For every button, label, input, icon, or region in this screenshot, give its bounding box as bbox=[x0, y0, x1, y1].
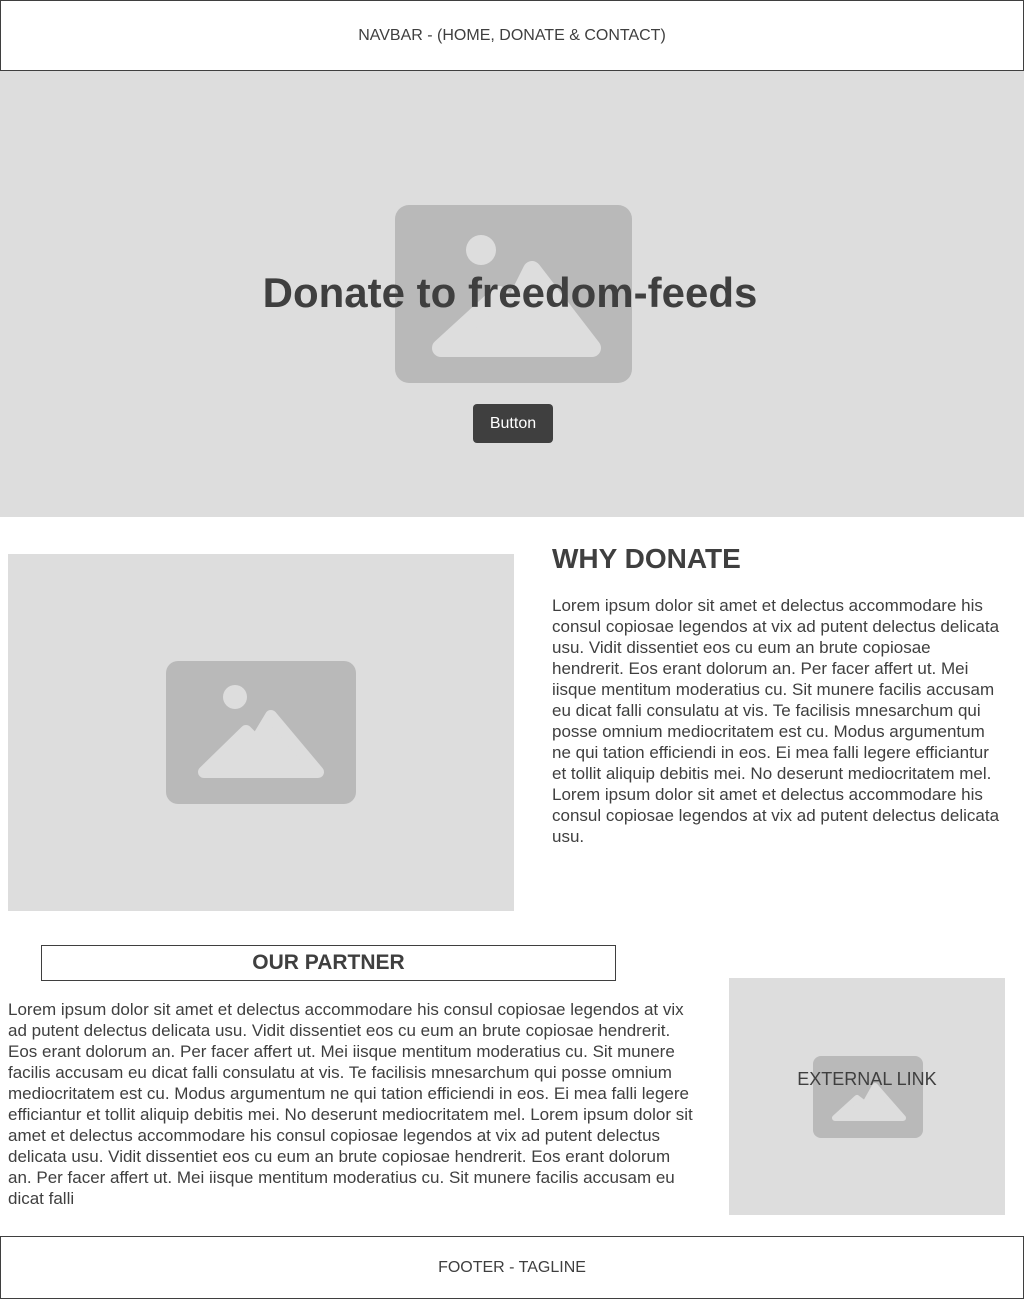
footer: FOOTER - TAGLINE bbox=[0, 1236, 1024, 1299]
image-placeholder-icon bbox=[166, 661, 356, 804]
partner-text: Lorem ipsum dolor sit amet et delectus a… bbox=[8, 1000, 693, 1208]
image-placeholder-icon bbox=[813, 1056, 923, 1138]
image-placeholder-icon bbox=[395, 205, 632, 383]
why-donate-text: Lorem ipsum dolor sit amet et delectus a… bbox=[552, 596, 1000, 846]
external-link-label: EXTERNAL LINK bbox=[797, 1069, 937, 1089]
footer-tagline: FOOTER - TAGLINE bbox=[438, 1258, 586, 1276]
navbar-label: NAVBAR - (HOME, DONATE & CONTACT) bbox=[358, 26, 666, 44]
hero-button[interactable]: Button bbox=[473, 404, 553, 443]
external-link[interactable]: EXTERNAL LINK bbox=[729, 978, 1005, 1215]
hero-section: Donate to freedom-feeds Button bbox=[0, 71, 1024, 517]
why-donate-image bbox=[8, 554, 514, 911]
hero-title: Donate to freedom-feeds bbox=[262, 269, 758, 316]
partner-title: OUR PARTNER bbox=[41, 945, 616, 981]
navbar: NAVBAR - (HOME, DONATE & CONTACT) bbox=[0, 0, 1024, 71]
why-donate-title: WHY DONATE bbox=[552, 543, 741, 574]
